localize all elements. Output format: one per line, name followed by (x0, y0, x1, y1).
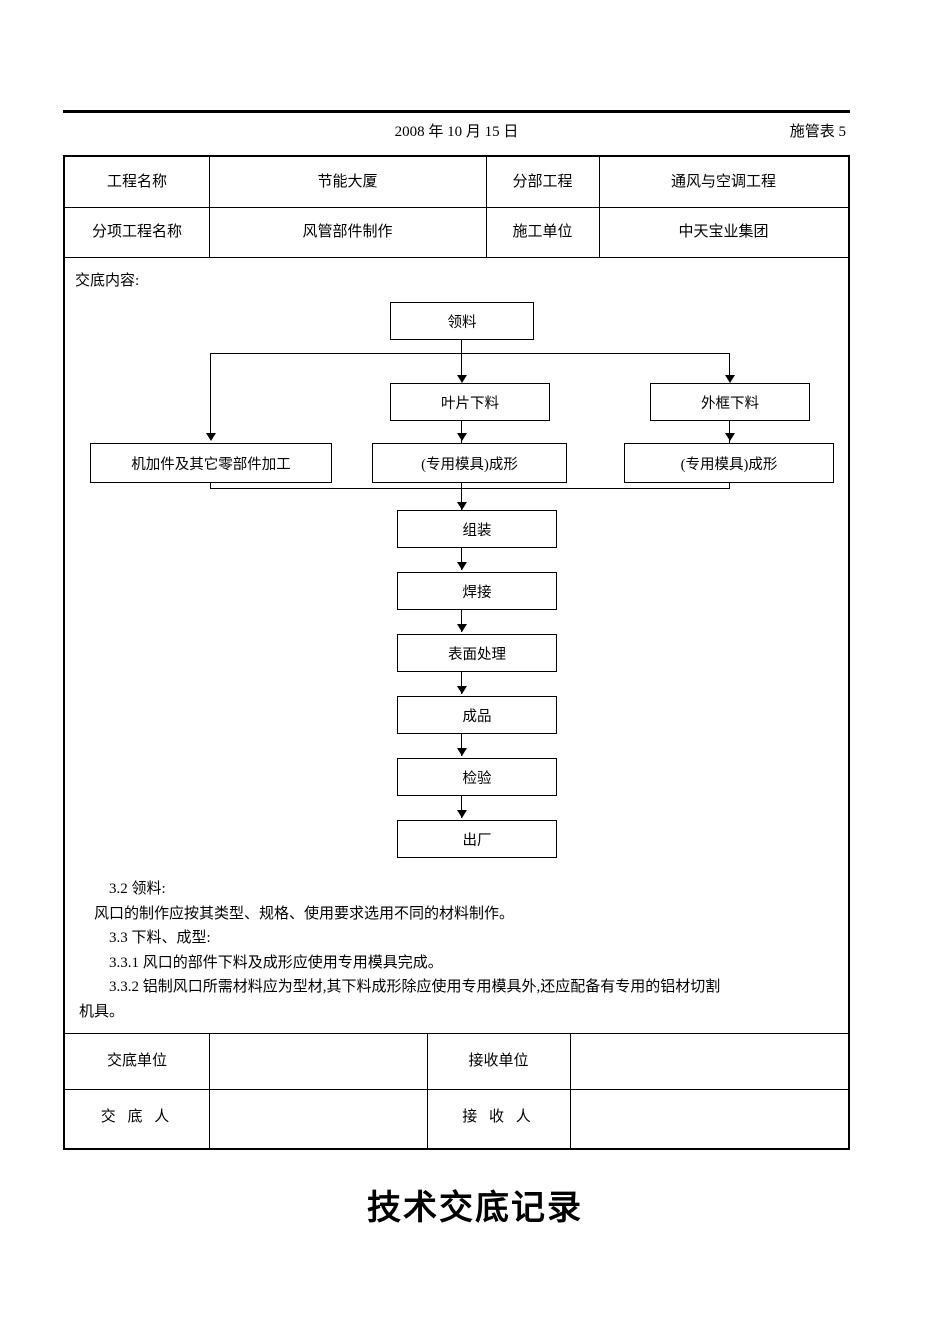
flow-conn-assembly-weld (461, 548, 463, 570)
sig-label-receiving-unit: 接收单位 (468, 1053, 529, 1069)
flow-arrow-weld-surface (457, 624, 467, 632)
flow-arrow-mid-down (457, 375, 467, 383)
flow-bus-merge (210, 488, 730, 490)
flow-arrow-surface-product (457, 686, 467, 694)
flow-node-finished-product: 成品 (397, 696, 557, 734)
info-table-vline-1 (209, 157, 210, 257)
content-paragraphs: 3.2 领料: 风口的制作应按其类型、规格、使用要求选用不同的材料制作。 3.3… (79, 877, 834, 1024)
flow-node-surface-treatment: 表面处理 (397, 634, 557, 672)
flow-conn-blade-to-form (461, 421, 463, 443)
signature-vline-3 (570, 1033, 571, 1148)
flow-node-form-right: (专用模具)成形 (624, 443, 834, 483)
paragraph-3-3-heading: 3.3 下料、成型: (109, 930, 211, 946)
flow-conn-merge-to-assembly (461, 483, 463, 510)
flow-node-blade-cutting: 叶片下料 (390, 383, 550, 421)
content-bottom-divider (65, 1033, 848, 1034)
flow-arrow-inspect-ship (457, 810, 467, 818)
info-value-project-name: 节能大厦 (317, 174, 378, 190)
signature-vline-1 (209, 1033, 210, 1148)
paragraph-3-2-heading: 3.2 领料: (109, 881, 166, 897)
info-table-row-2: 分项工程名称 风管部件制作 施工单位 中天宝业集团 (65, 207, 848, 257)
sig-value-receiver[interactable] (570, 1089, 848, 1145)
sig-label-issuing-unit: 交底单位 (106, 1053, 167, 1069)
flow-conn-weld-surface (461, 610, 463, 632)
flow-arrow-frame-to-form (725, 433, 735, 441)
info-table-vline-2 (486, 157, 487, 257)
flow-conn-surface-product (461, 672, 463, 694)
signature-divider (65, 1089, 848, 1090)
info-label-subitem-name: 分项工程名称 (91, 224, 182, 240)
sig-value-issuing-unit[interactable] (209, 1033, 427, 1089)
flow-node-shipment: 出厂 (397, 820, 557, 858)
paragraph-3-2-body: 风口的制作应按其类型、规格、使用要求选用不同的材料制作。 (94, 905, 515, 922)
flow-arrow-product-inspect (457, 748, 467, 756)
signature-row-2: 交 底 人 接 收 人 (65, 1089, 848, 1145)
flow-node-form-mid: (专用模具)成形 (372, 443, 567, 483)
flow-conn-inspect-ship (461, 796, 463, 818)
document-date: 2008 年 10 月 15 日 (394, 124, 519, 140)
sig-label-issuer: 交 底 人 (100, 1109, 174, 1125)
flow-arrow-blade-to-form (457, 433, 467, 441)
header-date-line: 2008 年 10 月 15 日 施管表 5 (63, 119, 850, 145)
info-table-vline-3 (599, 157, 600, 257)
info-value-subitem-name: 风管部件制作 (302, 224, 393, 240)
info-value-contractor: 中天宝业集团 (678, 224, 769, 240)
flow-node-machined-parts: 机加件及其它零部件加工 (90, 443, 332, 483)
flow-conn-product-inspect (461, 734, 463, 756)
paragraph-3-3-2: 3.3.2 铝制风口所需材料应为型材,其下料成形除应使用专用模具外,还应配备有专… (109, 979, 721, 995)
document-title: 技术交底记录 (367, 1189, 583, 1227)
info-label-project-name: 工程名称 (106, 174, 167, 190)
flow-node-inspection: 检验 (397, 758, 557, 796)
paragraph-3-3-2-cont: 机具。 (79, 1003, 125, 1020)
flow-arrow-merge-to-assembly (457, 502, 467, 510)
sig-value-receiving-unit[interactable] (570, 1033, 848, 1089)
info-label-division: 分部工程 (512, 174, 573, 190)
flow-conn-bus-right (729, 353, 731, 377)
info-table-row-1: 工程名称 节能大厦 分部工程 通风与空调工程 (65, 157, 848, 207)
sig-label-receiver: 接 收 人 (462, 1109, 535, 1125)
flow-conn-frame-to-form (729, 421, 731, 443)
flow-arrow-left-down (206, 433, 216, 441)
signature-row-1: 交底单位 接收单位 (65, 1033, 848, 1089)
flow-bus-top (210, 353, 730, 355)
info-table-divider-1 (65, 207, 848, 208)
flow-arrow-right-down (725, 375, 735, 383)
main-table-frame: 工程名称 节能大厦 分部工程 通风与空调工程 分项工程名称 风管部件制作 施工单… (63, 155, 850, 1150)
sig-value-issuer[interactable] (209, 1089, 427, 1145)
form-code: 施管表 5 (789, 124, 846, 140)
flow-conn-bus-mid (461, 353, 463, 377)
flow-conn-bus-left (210, 353, 212, 435)
flow-conn-right-merge-leg (729, 483, 731, 489)
content-label: 交底内容: (75, 273, 140, 289)
info-table-divider-2 (65, 257, 848, 258)
flow-node-frame-cutting: 外框下料 (650, 383, 810, 421)
flow-conn-left-merge-leg (210, 483, 212, 489)
paragraph-3-3-1: 3.3.1 风口的部件下料及成形应使用专用模具完成。 (109, 954, 443, 971)
flow-arrow-assembly-weld (457, 562, 467, 570)
info-label-contractor: 施工单位 (512, 224, 573, 240)
flow-node-assembly: 组装 (397, 510, 557, 548)
flow-node-welding: 焊接 (397, 572, 557, 610)
top-rule (63, 110, 850, 113)
process-flowchart: 领料 叶片下料 外框下料 机加件及其它零部 (65, 157, 852, 858)
flow-conn-start-to-bus (461, 340, 463, 354)
flow-node-start: 领料 (390, 302, 534, 340)
signature-vline-2 (427, 1033, 428, 1148)
info-value-division: 通风与空调工程 (670, 174, 776, 190)
